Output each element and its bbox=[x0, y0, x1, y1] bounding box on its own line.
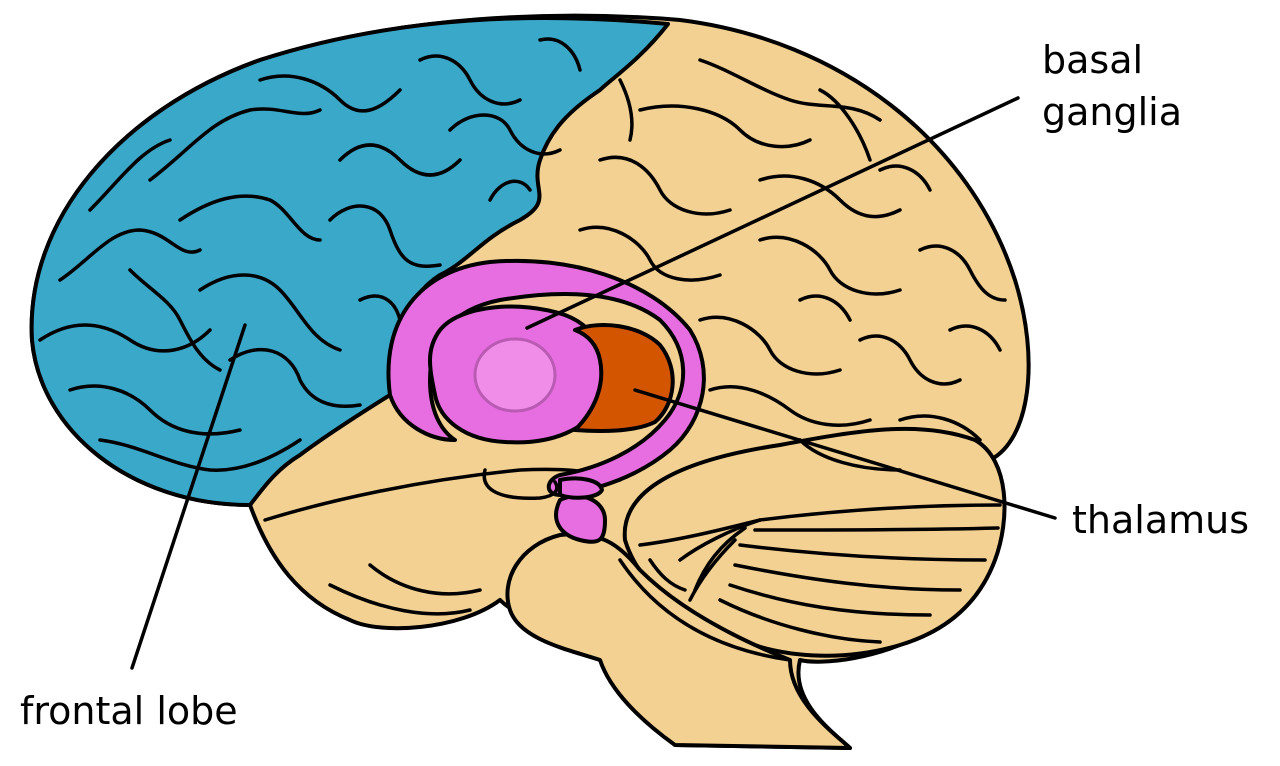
label-basal-ganglia-line2: ganglia bbox=[1042, 90, 1182, 134]
leader-thalamus bbox=[633, 388, 1057, 520]
thalamus bbox=[573, 323, 675, 434]
label-thalamus: thalamus bbox=[1072, 498, 1249, 542]
hypothalamus bbox=[558, 476, 604, 500]
leader-frontal-lobe bbox=[130, 323, 247, 670]
frontal-lobe-sulci bbox=[38, 37, 582, 472]
basal-ganglia-inner bbox=[473, 337, 557, 413]
cerebellum-folia bbox=[638, 438, 1002, 644]
label-basal-ganglia-line1: basal bbox=[1042, 38, 1143, 82]
posterior-sulci bbox=[578, 58, 1007, 442]
pons-line bbox=[618, 558, 792, 662]
leader-basal-ganglia bbox=[525, 96, 1020, 330]
label-frontal-lobe: frontal lobe bbox=[20, 689, 238, 733]
brainstem bbox=[505, 532, 852, 750]
